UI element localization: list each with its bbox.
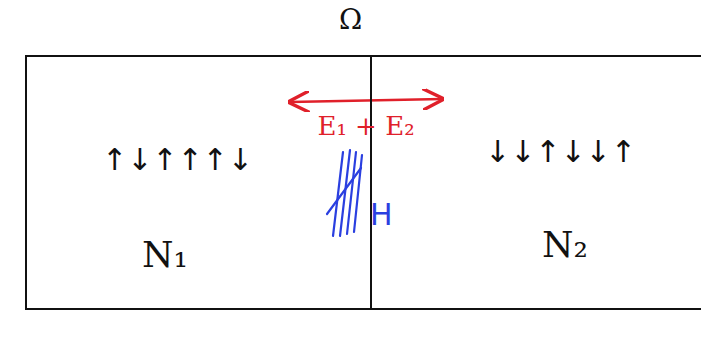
hatch-lines bbox=[327, 150, 362, 236]
field-arrow bbox=[290, 99, 442, 102]
system-box: Ω↑↓↑↑↑↓N₁↓↓↑↓↓↑N₂ bbox=[25, 55, 701, 310]
subsystem-region: ↑↓↑↑↑↓ N₁ bbox=[27, 57, 370, 308]
spin-arrows: ↑↓↑↑↑↓ bbox=[102, 143, 253, 176]
hatch-line bbox=[354, 155, 362, 232]
count-label: N₂ bbox=[542, 225, 588, 265]
count-label: N₁ bbox=[142, 235, 188, 275]
energy-label: E₁ + E₂ bbox=[317, 112, 414, 141]
field-label: H bbox=[370, 198, 393, 231]
hatch-line bbox=[327, 168, 361, 214]
subsystem-region: ↓↓↑↓↓↑ N₂ bbox=[370, 57, 701, 308]
spin-arrows: ↓↓↑↓↓↑ bbox=[485, 135, 636, 168]
region-symbol: Ω bbox=[339, 5, 362, 36]
